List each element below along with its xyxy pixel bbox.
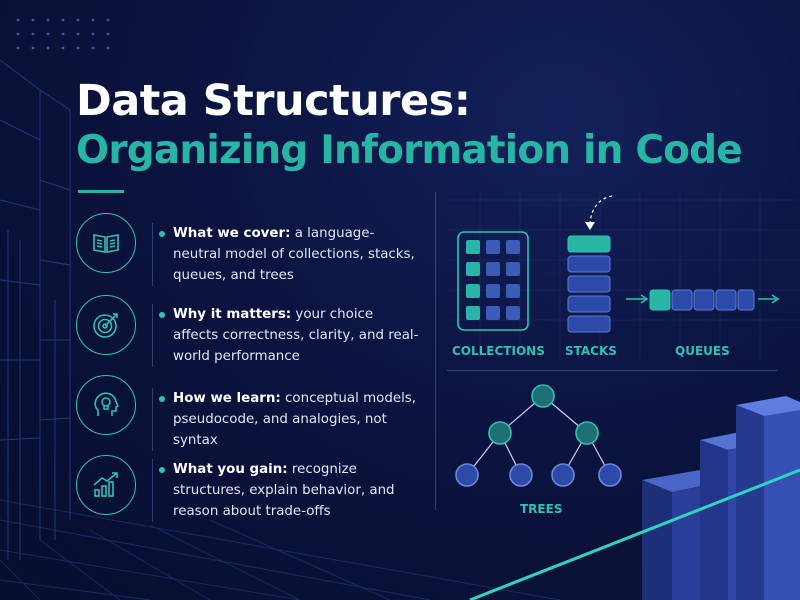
point-how-we-learn: How we learn: conceptual models, pseudoc… <box>152 388 422 451</box>
point-heading: How we learn: <box>173 391 281 406</box>
point-heading: What we cover: <box>173 226 291 241</box>
queues-label: QUEUES <box>675 344 730 358</box>
bullet-dot <box>159 467 165 473</box>
trees-label: TREES <box>520 502 563 516</box>
page-title: Data Structures: <box>76 76 471 126</box>
page-subtitle: Organizing Information in Code <box>76 128 743 173</box>
point-heading: Why it matters: <box>173 307 292 322</box>
city-outline <box>0 59 71 560</box>
section-divider-horizontal <box>447 370 777 371</box>
point-why-it-matters: Why it matters: your choice affects corr… <box>152 304 422 367</box>
dot-grid <box>16 18 110 50</box>
bullet-dot <box>159 231 165 237</box>
title-underline <box>78 190 124 193</box>
lightbulb-head-icon <box>76 375 136 435</box>
point-heading: What you gain: <box>173 462 288 477</box>
point-what-you-gain: What you gain: recognize structures, exp… <box>152 459 422 522</box>
book-icon <box>76 213 136 273</box>
point-text: recognize structures, explain behavior, … <box>173 462 395 519</box>
point-text: your choice affects correctness, clarity… <box>173 307 419 364</box>
growth-chart-icon <box>76 455 136 515</box>
point-text: conceptual models, pseudocode, and analo… <box>173 391 417 448</box>
point-what-we-cover: What we cover: a language-neutral model … <box>152 223 422 286</box>
grid-floor <box>0 499 561 600</box>
point-text: a language-neutral model of collections,… <box>173 226 415 283</box>
bullet-dot <box>159 396 165 402</box>
bullet-dot <box>159 312 165 318</box>
right-grid <box>447 190 800 360</box>
section-divider-vertical <box>435 192 436 510</box>
accent-line <box>469 468 800 600</box>
stacks-label: STACKS <box>565 344 617 358</box>
collections-label: COLLECTIONS <box>452 344 545 358</box>
target-icon <box>76 295 136 355</box>
3d-blocks <box>642 396 800 600</box>
